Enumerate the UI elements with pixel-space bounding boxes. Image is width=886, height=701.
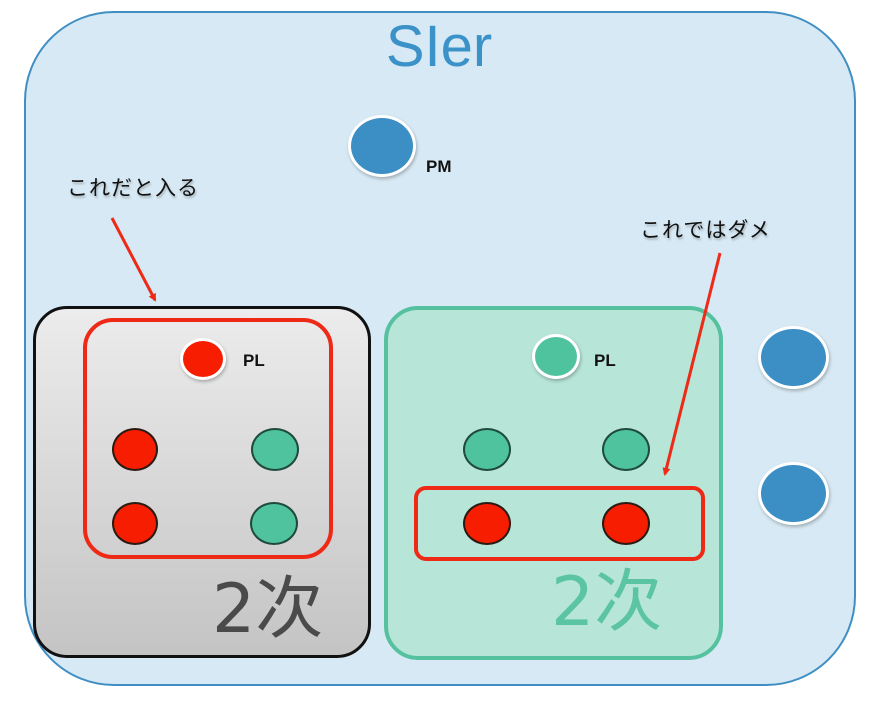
sier-member-dot [758,462,829,525]
sier-title: SIer [0,12,886,82]
contractor-b-member-dot [463,428,511,471]
contractor-a-pl-dot [180,338,226,380]
contractor-a-member-dot [251,428,299,471]
contractor-a-tier-label: 2次 [212,570,324,649]
pm-label: PM [426,157,452,176]
contractor-a-member-dot [250,502,298,545]
arrow-good [110,217,157,302]
sier-member-dot [758,326,829,389]
annotation-bad: これではダメ [640,218,771,242]
annotation-good: これだと入る [67,176,199,200]
contractor-a-member-dot [112,428,158,471]
sier-title-text: SIer [385,14,493,79]
contractor-b-member-dot [463,502,511,545]
contractor-b-pair-highlight [414,486,705,561]
pm-member-dot [348,115,416,177]
contractor-b-member-dot [602,502,650,545]
contractor-b-pl-label: PL [594,351,616,370]
arrow-bad [662,252,722,476]
contractor-a-pl-label: PL [243,351,265,370]
contractor-b-member-dot [602,428,650,471]
contractor-a-team-highlight [83,318,333,559]
contractor-b-tier-label: 2次 [551,563,663,642]
contractor-a-member-dot [112,502,158,545]
contractor-b-pl-dot [532,334,580,379]
